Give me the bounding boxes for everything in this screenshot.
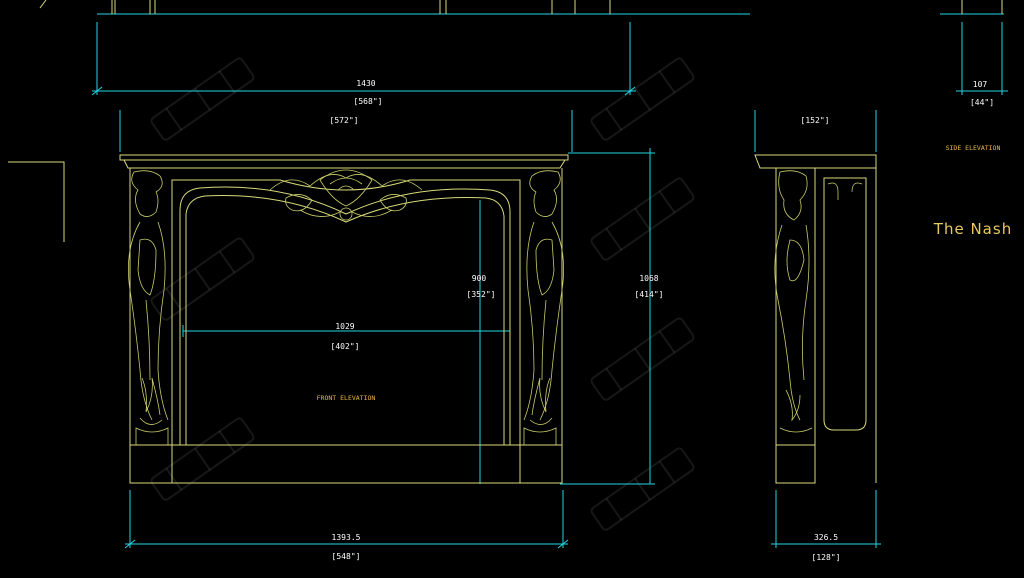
opening-width-mm: 1029 bbox=[335, 322, 354, 331]
front-elevation bbox=[119, 110, 655, 549]
side-elevation-label: SIDE ELEVATION bbox=[946, 144, 1001, 152]
small-top-mm: 107 bbox=[973, 80, 988, 89]
small-top-view bbox=[940, 0, 1008, 95]
top-width-mm: 1430 bbox=[356, 79, 375, 88]
front-elevation-label: FRONT ELEVATION bbox=[317, 394, 376, 402]
side-width-in: [128"] bbox=[812, 553, 841, 562]
small-top-in: [44"] bbox=[970, 98, 994, 107]
drawing-title: The Nash bbox=[933, 220, 1012, 238]
opening-height-in: [352"] bbox=[467, 290, 496, 299]
opening-height-mm: 900 bbox=[472, 274, 487, 283]
shelf-width-in: [572"] bbox=[330, 116, 359, 125]
opening-width-in: [402"] bbox=[331, 342, 360, 351]
side-top-in: [152"] bbox=[801, 116, 830, 125]
side-elevation bbox=[754, 110, 881, 548]
watermark bbox=[150, 57, 695, 531]
top-width-in: [568"] bbox=[354, 97, 383, 106]
base-width-in: [548"] bbox=[332, 552, 361, 561]
overall-height-mm: 1068 bbox=[639, 274, 658, 283]
left-fragment bbox=[8, 161, 65, 242]
overall-height-in: [414"] bbox=[635, 290, 664, 299]
base-width-mm: 1393.5 bbox=[332, 533, 361, 542]
side-width-mm: 326.5 bbox=[814, 533, 838, 542]
top-plan-view bbox=[39, 0, 750, 96]
